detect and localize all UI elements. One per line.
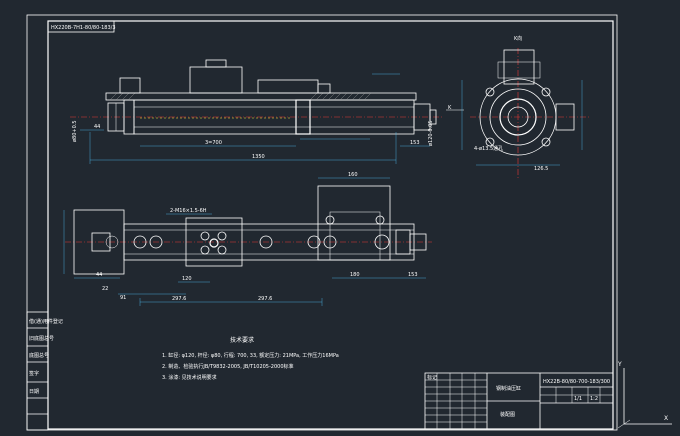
bottom-dim-a: 297.6	[172, 296, 186, 302]
k-bolt-hole-2	[541, 87, 551, 97]
k-dim-width: 126.5	[534, 166, 548, 172]
piston	[295, 99, 311, 135]
top-view-cylinder: 1350 3=700 44 153 ø80+0.5 ø120-0.05	[70, 59, 442, 164]
ucs-x-label: X	[664, 415, 668, 422]
bottom-dim-22: 22	[102, 286, 108, 292]
k-port-boss	[503, 49, 535, 85]
bottom-dim-44: 44	[96, 272, 102, 278]
bottom-dim-b: 297.6	[258, 296, 272, 302]
k-view-end: K向 K 126.5 4-ø13.5通孔	[446, 35, 590, 178]
bottom-thread-note: 2-M16×1.5-6H	[170, 208, 207, 214]
title-block-drawing-no: HX22B-80/80-700-183/300	[543, 379, 610, 385]
dim-right-153: 153	[410, 140, 420, 146]
k-bore	[499, 98, 537, 136]
bottom-dim-160: 160	[348, 172, 358, 178]
bottom-port-3	[259, 235, 273, 249]
k-side-port	[555, 103, 575, 131]
k-bolt-hole-4	[541, 137, 551, 147]
k-flange-pcd	[489, 88, 547, 146]
dim-stroke-text: 3=700	[205, 140, 222, 146]
drawing-code-box	[47, 20, 115, 33]
dim-rod-diameter: ø80+0.5	[72, 120, 78, 142]
bottom-dim-91: 91	[120, 295, 126, 301]
k-bolt-hole-1	[485, 87, 495, 97]
bottom-port-2	[149, 235, 163, 249]
right-eye	[429, 109, 437, 125]
left-port-block	[119, 77, 141, 94]
k-view-label: K向	[514, 35, 522, 42]
right-port-block	[317, 83, 331, 94]
title-block-scale: 1:2	[590, 396, 598, 402]
title-block: 钢制油压缸 装配图 HX22B-80/80-700-183/300 1:2 1/…	[424, 372, 614, 430]
strip-label-2: 旧底图总号	[29, 335, 54, 342]
inner-border	[47, 20, 614, 430]
tech-requirements: 技术要求 1. 缸径: φ120, 杆径: φ80, 行程: 700, 33, …	[162, 336, 339, 381]
title-block-material: 装配图	[500, 411, 515, 418]
dim-overall-text: 1350	[252, 154, 265, 160]
k-arrow-label: K	[448, 105, 452, 111]
bottom-main-body	[123, 223, 415, 261]
bottom-right-eye	[374, 234, 390, 250]
k-rod	[507, 106, 529, 128]
k-bolt-hole-3	[485, 137, 495, 147]
ucs-y-label: Y	[617, 361, 622, 368]
strip-label-3: 底图总号	[29, 352, 49, 359]
strip-label-5: 日期	[29, 389, 39, 395]
bottom-port-4	[307, 235, 321, 249]
tech-line-2: 2. 制造、检验执行JB/T9832-2005, JB/T10205-2000标…	[162, 363, 294, 370]
strip-label-1: 借(通)用件登记	[29, 318, 63, 325]
bottom-left-rod	[91, 232, 111, 252]
title-block-sheet: 1/1	[574, 396, 582, 402]
bottom-view-cylinder: 297.6 297.6 44 91 22 120 180 153 160 2-M…	[63, 172, 432, 306]
ucs-icon: Y X	[617, 361, 672, 429]
drawing-code-text: HX220B-7H1-80/80-183/3	[51, 25, 116, 31]
outer-border	[26, 14, 618, 431]
dim-left-44: 44	[94, 124, 100, 130]
strip-label-4: 签字	[29, 370, 39, 377]
k-dim-holes: 4-ø13.5通孔	[474, 145, 503, 152]
left-registration-strip: 借(通)用件登记 旧底图总号 底图总号 签字 日期	[26, 311, 63, 431]
bottom-dim-153: 153	[408, 272, 418, 278]
title-block-name: 钢制油压缸	[496, 385, 521, 392]
dim-bore-diameter: ø120-0.05	[428, 120, 434, 146]
tech-heading: 技术要求	[230, 336, 254, 344]
tech-line-1: 1. 缸径: φ120, 杆径: φ80, 行程: 700, 33, 额定压力:…	[162, 352, 339, 359]
bottom-dim-120: 120	[182, 276, 192, 282]
bottom-valve-block	[185, 217, 243, 267]
title-block-label-1: 标记	[427, 374, 437, 381]
bottom-dim-180: 180	[350, 272, 360, 278]
valve-block-cap	[205, 59, 227, 68]
bottom-end-rod	[409, 233, 427, 251]
tech-line-3: 3. 涂漆: 见技术说明要求	[162, 374, 217, 381]
bottom-port-1	[133, 235, 147, 249]
